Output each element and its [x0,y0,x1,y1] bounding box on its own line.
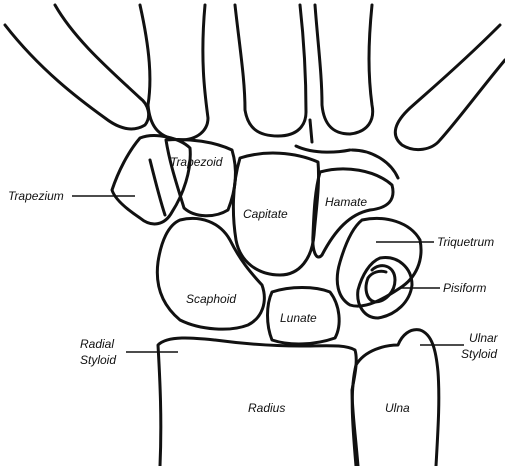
metacarpal-1-outline [5,5,149,129]
ulna-label: Ulna [385,401,410,415]
triquetrum-outline [337,218,421,306]
metacarpal-2-outline [140,5,208,140]
metacarpal-3-outline [235,5,306,136]
metacarpal-4-outline [315,5,373,134]
ulnar-styloid-label-line1: Ulnar [469,331,499,345]
trapezium-outline [112,136,190,224]
pisiform-label: Pisiform [443,281,486,295]
trapezium-label: Trapezium [8,189,64,203]
metacarpal-5-outline [395,25,505,150]
capitate-label: Capitate [243,207,288,221]
ulna-outline [352,330,439,466]
radial-styloid-label-line1: Radial [80,337,114,351]
ulnar-styloid-label-line2: Styloid [461,347,497,361]
scaphoid-label: Scaphoid [186,292,236,306]
lunate-label: Lunate [280,311,317,325]
hamate-outline [313,169,393,257]
trapezium-ridge [150,160,165,215]
pisiform-inner [366,266,395,302]
radius-label: Radius [248,401,285,415]
trapezoid-label: Trapezoid [170,155,223,169]
radial-styloid-label-line2: Styloid [80,353,116,367]
hamate-label: Hamate [325,195,367,209]
triquetrum-label: Triquetrum [437,235,494,249]
scaphoid-outline [157,218,264,329]
